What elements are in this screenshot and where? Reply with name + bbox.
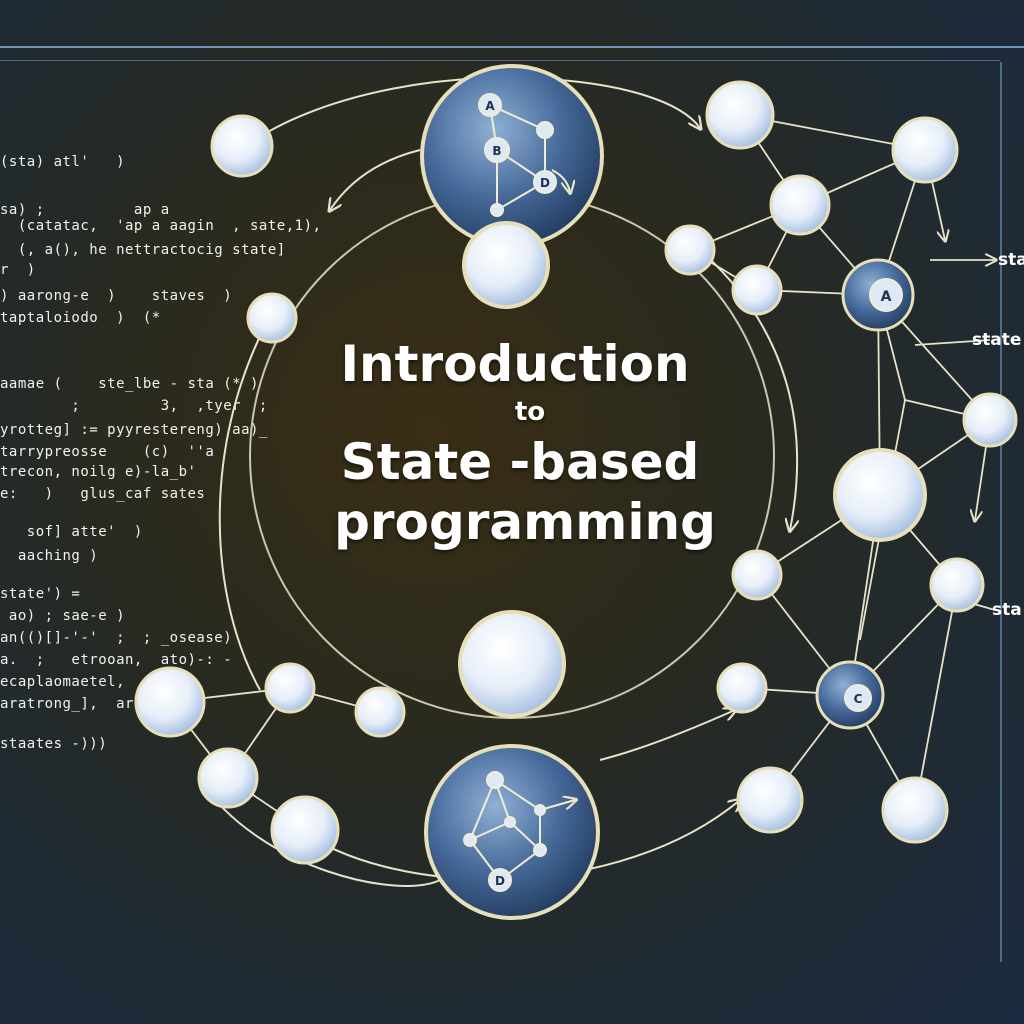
side-label: sta	[992, 600, 1022, 620]
code-line: taptaloiodo ) (*	[0, 310, 161, 326]
state-node	[705, 80, 775, 150]
mini-node	[504, 816, 516, 828]
state-node	[134, 666, 206, 738]
state-node	[891, 116, 959, 184]
node-glyph: B	[492, 144, 501, 158]
side-label: state	[972, 330, 1022, 350]
edge	[218, 319, 269, 691]
edge	[199, 779, 441, 887]
state-node	[462, 221, 550, 309]
state-node	[210, 114, 274, 178]
edge-arrow	[330, 149, 421, 210]
title-line-1: Introduction	[340, 335, 690, 393]
node-glyph: A	[485, 99, 495, 113]
code-line: sa) ; ap a	[0, 202, 170, 218]
state-node	[962, 392, 1018, 448]
state-node	[736, 766, 804, 834]
state-node	[731, 264, 783, 316]
state-node	[354, 686, 406, 738]
mini-node	[484, 137, 510, 163]
state-graph-node-top	[420, 64, 604, 248]
code-line: yrotteg] := pyyrestereng) aa)_	[0, 422, 268, 438]
code-line: ) aarong-e ) staves )	[0, 288, 233, 304]
state-node	[881, 776, 949, 844]
node-glyph: C	[854, 692, 863, 706]
state-node	[270, 795, 340, 865]
state-node	[458, 610, 566, 718]
mini-node	[478, 93, 502, 117]
code-line: e: ) glus_caf sates	[0, 486, 206, 502]
node-glyph: D	[540, 176, 550, 190]
code-line: (catatac, 'ap a aagin , sate,1),	[0, 218, 322, 234]
state-node	[664, 224, 716, 276]
mini-node	[488, 868, 512, 892]
code-line: trecon, noilg e)-la_b'	[0, 464, 197, 480]
code-line: a. ; etrooan, ato)-: -	[0, 652, 233, 668]
mini-node	[533, 843, 547, 857]
title-line-4: programming	[334, 493, 716, 551]
top-border-line	[0, 46, 1024, 48]
state-node	[716, 662, 768, 714]
mini-node	[533, 170, 557, 194]
state-graph-node-bottom	[424, 744, 600, 920]
mini-node	[844, 684, 872, 712]
code-line: state') =	[0, 586, 81, 602]
state-node	[929, 557, 985, 613]
title-line-2: to	[514, 397, 546, 427]
code-line: aaching )	[0, 548, 99, 564]
state-node	[197, 747, 259, 809]
state-nodes	[134, 80, 1018, 865]
right-border-line	[1000, 62, 1002, 962]
code-line: ao) ; sae-e )	[0, 608, 126, 624]
code-line: ; 3, ,tyer ;	[0, 398, 268, 414]
code-line: (sta) atl' )	[0, 154, 126, 170]
mini-node	[536, 121, 554, 139]
mini-node	[869, 278, 903, 312]
mini-node	[486, 771, 504, 789]
code-line: sof] atte' )	[0, 524, 143, 540]
edge-arrow	[599, 710, 735, 761]
side-label: sta	[998, 250, 1024, 270]
node-glyph: D	[495, 874, 505, 888]
code-line: (, a(), he nettractocig state]	[0, 242, 286, 258]
title-line-3: State -based	[340, 433, 700, 491]
mini-node	[490, 203, 504, 217]
state-node	[833, 448, 927, 542]
code-panel: (sta) atl' ) sa) ; ap a (catatac, 'ap a …	[0, 150, 330, 770]
mini-node	[534, 804, 546, 816]
code-line: aamae ( ste_lbe - sta (* )	[0, 376, 259, 392]
state-node	[769, 174, 831, 236]
code-line: an(()[]-'-' ; ; _osease)	[0, 630, 233, 646]
mini-node	[463, 833, 477, 847]
state-node	[731, 549, 783, 601]
state-node	[246, 292, 298, 344]
diagram-title: Introduction to State -based programming	[300, 336, 730, 552]
code-line: tarrypreosse (c) ''a	[0, 444, 215, 460]
code-line: ecaplaomaetel,	[0, 674, 126, 690]
code-line: r )	[0, 262, 36, 278]
top-border-line-inner	[0, 60, 1000, 61]
node-glyph: A	[881, 289, 892, 305]
code-line: staates -)))	[0, 736, 108, 752]
state-node	[264, 662, 316, 714]
edge-arrow	[699, 249, 797, 530]
